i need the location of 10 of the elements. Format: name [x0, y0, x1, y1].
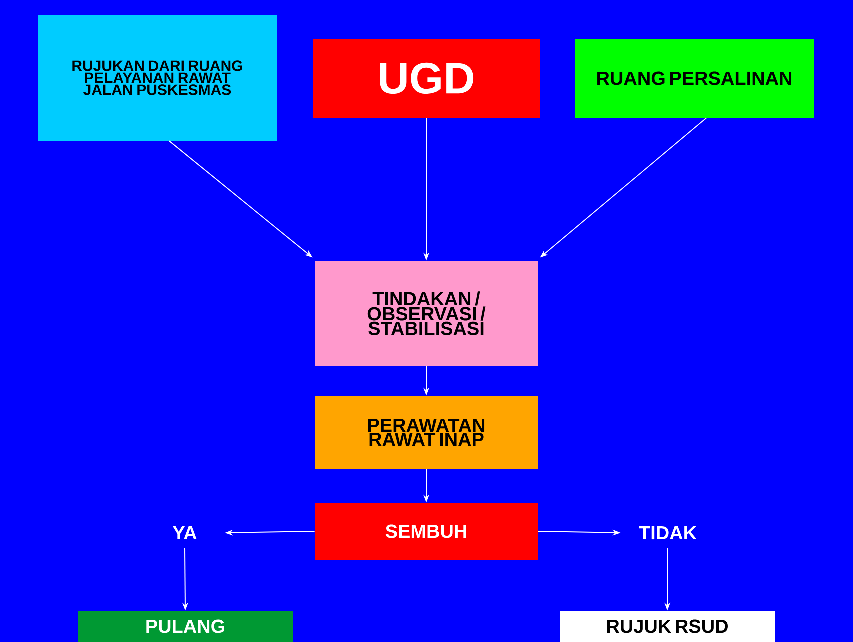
branch-label: YA [173, 526, 197, 540]
process-box: UGD [313, 39, 540, 118]
process-box: PERAWATAN RAWAT INAP [315, 396, 538, 469]
decision-box: SEMBUH [315, 503, 538, 560]
process-box: RUANG PERSALINAN [575, 39, 814, 118]
branch-label: TIDAK [639, 526, 697, 540]
outcome-box: PULANG [78, 611, 293, 642]
outcome-box: RUJUK RSUD [560, 611, 775, 642]
process-box: TINDAKAN / OBSERVASI / STABILISASI [315, 261, 538, 366]
referral-box: RUJUKAN DARI RUANG PELAYANAN RAWAT JALAN PUSKESMAS [38, 15, 277, 141]
